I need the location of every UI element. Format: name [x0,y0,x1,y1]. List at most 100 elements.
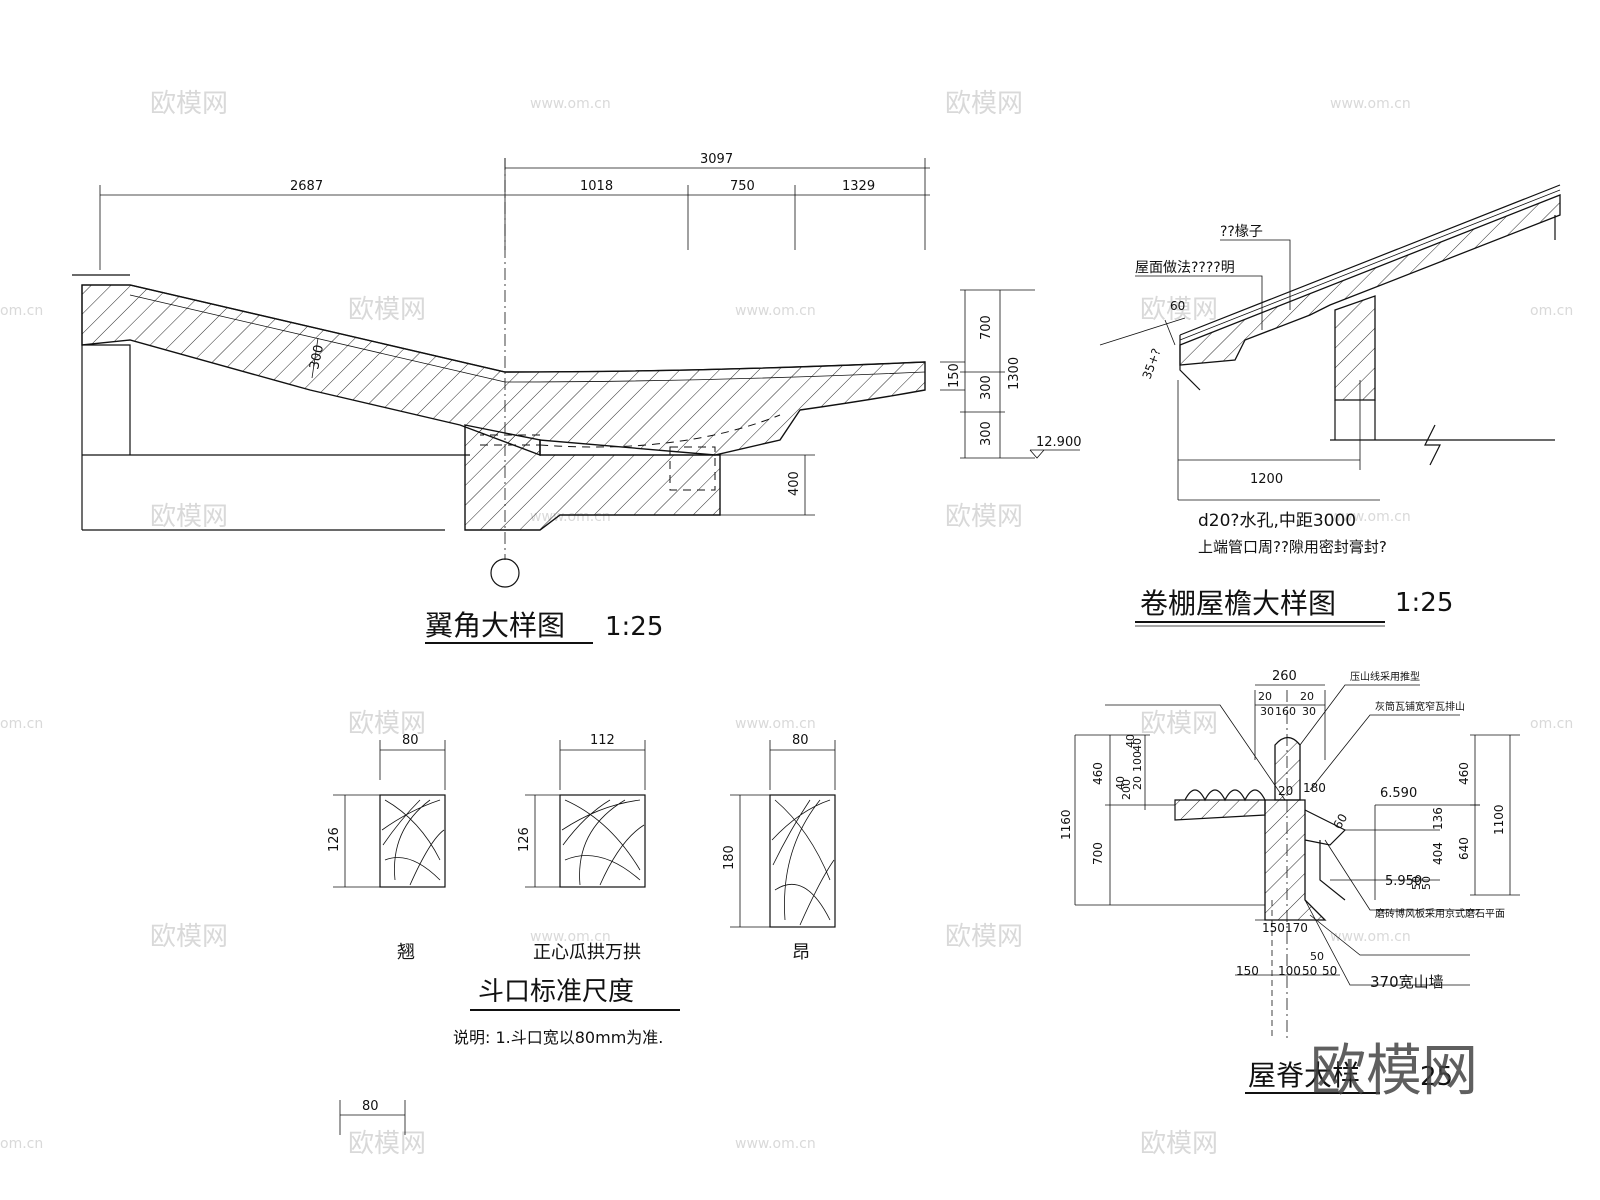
svg-text:40: 40 [1124,734,1137,748]
svg-text:1200: 1200 [1250,472,1283,487]
ridge-title: 屋脊大样 [1248,1059,1360,1092]
svg-text:35+?: 35+? [1140,346,1164,381]
dim-slope-300: 300 [307,343,327,370]
doukou-title: 斗口标准尺度 [478,977,634,1007]
ridge-detail: 260 20 20 30 160 30 460 700 1160 40 100 … [1059,669,1520,1094]
svg-text:50: 50 [1410,876,1423,890]
svg-text:om.cn: om.cn [1530,716,1573,732]
svg-text:压山线采用推型: 压山线采用推型 [1350,670,1420,683]
eave-note-2: 上端管口周??隙用密封膏封? [1198,538,1387,556]
elevation-6590: 6.590 [1380,786,1417,801]
svg-text:170: 170 [1285,921,1308,935]
svg-text:60: 60 [1170,299,1185,313]
svg-text:欧模网: 欧模网 [945,922,1023,952]
svg-text:50: 50 [1302,964,1317,978]
svg-text:www.om.cn: www.om.cn [1330,929,1411,945]
svg-text:136: 136 [1431,807,1445,830]
dim-1329: 1329 [842,179,875,194]
wing-right-dims: 700 300 300 150 1300 12.900 400 [720,289,1082,516]
svg-text:1100: 1100 [1492,804,1506,835]
svg-text:460: 460 [1457,762,1471,785]
svg-text:om.cn: om.cn [0,716,43,732]
dim-3097: 3097 [700,152,733,167]
svg-text:欧模网: 欧模网 [348,295,426,325]
svg-text:om.cn: om.cn [0,303,43,319]
svg-text:50: 50 [1420,876,1433,890]
svg-text:磨砖博风板采用京式磨石平面: 磨砖博风板采用京式磨石平面 [1375,907,1505,920]
svg-text:30: 30 [1302,705,1316,718]
svg-text:180: 180 [722,845,737,870]
label-roof-method: 屋面做法????明 [1135,260,1235,276]
svg-text:www.om.cn: www.om.cn [735,716,816,732]
svg-text:欧模网: 欧模网 [945,89,1023,119]
svg-text:260: 260 [1272,669,1297,684]
svg-text:700: 700 [1091,842,1105,865]
svg-text:40: 40 [1114,776,1127,790]
svg-text:20: 20 [1131,776,1144,790]
svg-text:180: 180 [1303,781,1326,795]
svg-text:150: 150 [1236,964,1259,978]
ridge-left-dims: 460 700 1160 40 100 200 40 20 40 20 180 … [1059,704,1350,906]
doukou-item-guagong: 112 126 正心瓜拱万拱 [517,733,646,963]
svg-text:欧模网: 欧模网 [150,502,228,532]
svg-text:300: 300 [979,375,994,400]
ridge-right-dims: 460 640 1100 136 404 50 50 6.590 5.950 [1330,734,1520,900]
dim-2687: 2687 [290,179,323,194]
svg-text:700: 700 [979,315,994,340]
svg-text:欧模网: 欧模网 [1140,1129,1218,1159]
svg-text:om.cn: om.cn [1530,303,1573,319]
eave-column [1334,295,1376,401]
svg-text:640: 640 [1457,837,1471,860]
svg-text:404: 404 [1431,842,1445,865]
svg-text:www.om.cn: www.om.cn [530,929,611,945]
svg-text:300: 300 [979,421,994,446]
svg-text:200: 200 [1120,779,1133,800]
svg-text:www.om.cn: www.om.cn [1330,96,1411,112]
svg-text:www.om.cn: www.om.cn [735,303,816,319]
eave-scale: 1:25 [1395,588,1453,618]
svg-text:欧模网: 欧模网 [150,922,228,952]
wing-corner-detail: 2687 3097 1018 750 1329 300 [72,152,1082,644]
svg-text:1300: 1300 [1007,357,1022,390]
svg-text:50: 50 [1322,964,1337,978]
svg-text:20: 20 [1258,690,1272,703]
svg-text:370宽山墙: 370宽山墙 [1370,973,1444,991]
brand-watermark-large: 欧模网 [1310,1039,1478,1104]
eave-roof-section [1179,194,1561,366]
svg-text:400: 400 [787,471,802,496]
svg-text:欧模网: 欧模网 [1140,709,1218,739]
svg-text:50: 50 [1310,950,1324,963]
rolled-eave-detail: ??椽子 屋面做法????明 60 35+? 1200 d20?水孔,中距300… [1099,184,1561,627]
ridge-scale: 25 [1420,1062,1453,1092]
wing-dimensions: 2687 3097 1018 750 1329 [99,152,930,270]
wing-title: 翼角大样图 [425,609,565,642]
svg-text:160: 160 [1275,705,1296,718]
eave-note-1: d20?水孔,中距3000 [1198,511,1356,531]
doukou-label-qiao: 翘 [397,942,415,963]
svg-text:100: 100 [1131,751,1144,772]
wing-scale: 1:25 [605,612,663,642]
watermarks: 欧模网 www.om.cn 欧模网 www.om.cn om.cn 欧模网 ww… [0,89,1573,1159]
elevation-5950: 5.950 [1385,874,1422,889]
svg-text:30: 30 [1260,705,1274,718]
svg-text:灰筒瓦铺宽窄瓦排山: 灰筒瓦铺宽窄瓦排山 [1375,700,1465,713]
ridge-notes: 压山线采用推型 灰筒瓦铺宽窄瓦排山 磨砖博风板采用京式磨石平面 370宽山墙 [1299,670,1505,991]
scale-bar-80: 80 [362,1099,379,1114]
ridge-bottom-dims: 150 170 150 100 50 50 50 [1235,919,1340,978]
doukou-standard: 80 126 翘 112 126 正心瓜拱万拱 [327,733,836,1135]
svg-text:www.om.cn: www.om.cn [735,1136,816,1152]
ridge-wall [1264,799,1327,921]
svg-text:www.om.cn: www.om.cn [530,96,611,112]
doukou-item-ang: 80 180 昂 [722,733,836,963]
doukou-item-qiao: 80 126 翘 [327,733,446,963]
svg-text:om.cn: om.cn [0,1136,43,1152]
dim-750: 750 [730,179,755,194]
svg-text:100: 100 [1278,964,1301,978]
svg-text:40: 40 [1131,738,1144,752]
svg-text:112: 112 [590,733,615,748]
dim-1018: 1018 [580,179,613,194]
svg-text:www.om.cn: www.om.cn [1330,509,1411,525]
svg-text:80: 80 [402,733,419,748]
svg-text:150: 150 [1262,921,1285,935]
